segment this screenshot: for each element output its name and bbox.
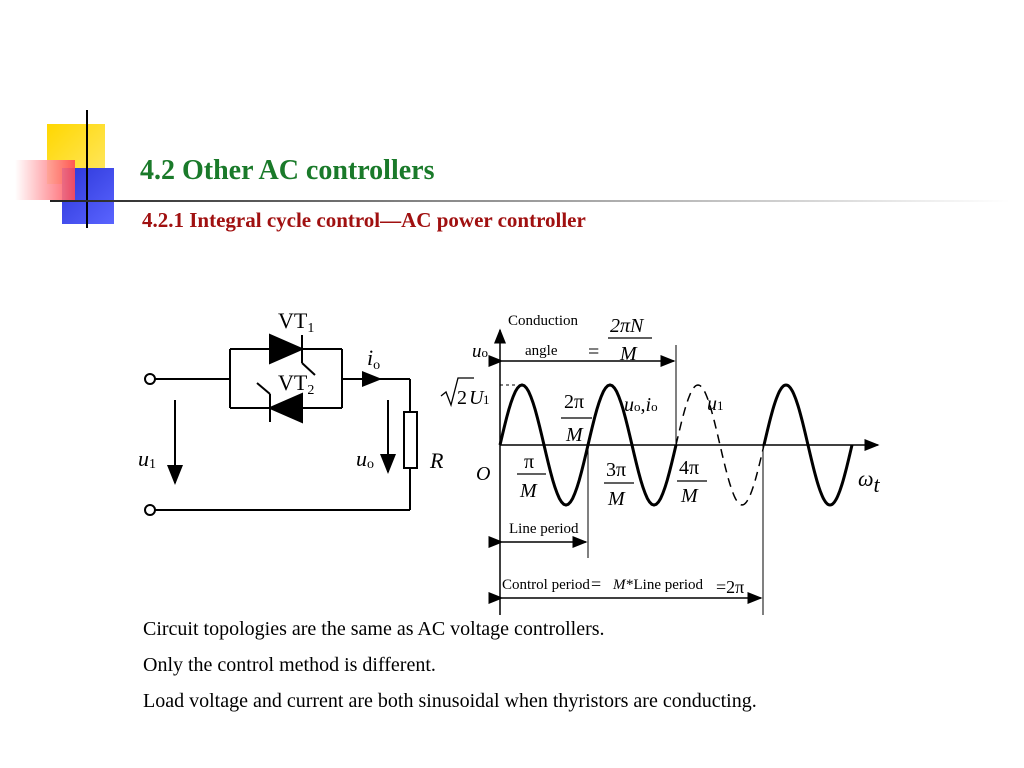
- four-pi-numerator: 4π: [679, 457, 699, 479]
- conducting-wave-2: [762, 383, 854, 507]
- circuit-diagram: [144, 333, 418, 516]
- control-period-rest: *Line period: [626, 577, 704, 593]
- io-label: io: [367, 345, 380, 373]
- three-pi-numerator: 3π: [606, 459, 626, 481]
- amplitude-label: 2 U 1: [440, 377, 490, 409]
- input-terminal-bottom: [144, 504, 156, 516]
- slide-subtitle: 4.2.1 Integral cycle control—AC power co…: [142, 208, 586, 232]
- pi-numerator: π: [524, 451, 534, 473]
- control-period-text: Control period: [502, 577, 590, 593]
- vt2-gate: [256, 382, 271, 395]
- svg-text:1: 1: [483, 392, 490, 407]
- vt2-label: VT2: [278, 370, 314, 398]
- uo-circuit-label: uo: [356, 446, 374, 472]
- deco-red-square: [15, 160, 75, 200]
- angle-text: angle: [525, 343, 558, 359]
- three-pi-denominator: M: [607, 488, 626, 510]
- slide-title: 4.2 Other AC controllers: [140, 155, 435, 186]
- control-period-eq: =: [591, 574, 601, 594]
- deco-horizontal-line: [50, 200, 1010, 202]
- two-pi-n-numerator: 2πN: [610, 315, 645, 337]
- svg-text:U: U: [469, 387, 485, 409]
- u1-circuit-label: u1: [138, 446, 156, 472]
- vt1-label: VT1: [278, 308, 314, 336]
- conduction-text: Conduction: [508, 313, 578, 329]
- r-label: R: [429, 448, 444, 473]
- body-line-1: Circuit topologies are the same as AC vo…: [143, 618, 605, 640]
- svg-text:2: 2: [457, 387, 467, 409]
- two-pi-numerator: 2π: [564, 391, 584, 413]
- pi-denominator: M: [519, 480, 538, 502]
- line-period-text: Line period: [509, 521, 579, 537]
- conduction-eq: =: [588, 341, 599, 363]
- vt1-gate: [301, 362, 316, 376]
- body-line-3: Load voltage and current are both sinuso…: [143, 690, 757, 712]
- vt2-thyristor-symbol: [267, 392, 303, 424]
- two-pi-denominator: M: [565, 424, 584, 446]
- u1-wave-label: u1: [707, 393, 724, 415]
- vt1-thyristor-symbol: [269, 333, 305, 365]
- two-pi-n-denominator: M: [619, 343, 638, 365]
- uo-io-label: uo,io: [624, 394, 658, 416]
- deco-vertical-line: [86, 110, 88, 228]
- uo-axis-label: uo: [472, 341, 488, 362]
- resistor-r: [403, 411, 418, 469]
- body-line-2: Only the control method is different.: [143, 654, 436, 676]
- waveform-plot: [488, 328, 880, 615]
- four-pi-denominator: M: [680, 485, 699, 507]
- omega-t-label: ωt: [858, 466, 881, 497]
- control-period-m: M: [612, 577, 627, 593]
- origin-label: O: [476, 463, 490, 485]
- input-terminal-top: [144, 373, 156, 385]
- control-period-result: =2π: [716, 577, 744, 597]
